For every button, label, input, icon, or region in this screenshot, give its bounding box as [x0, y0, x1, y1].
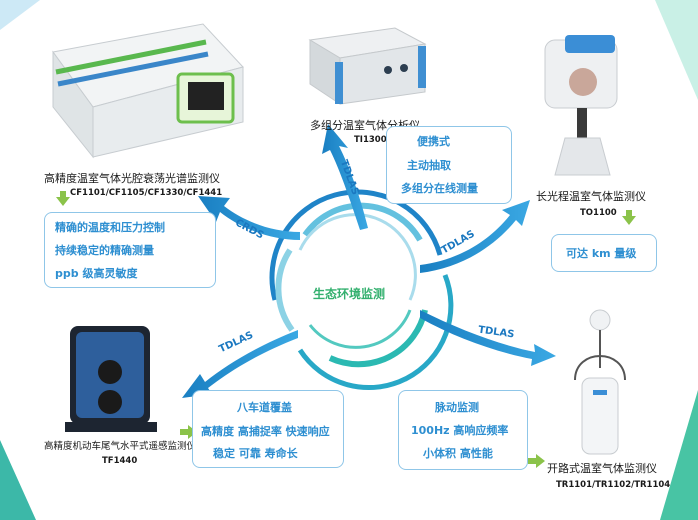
down-arrow-icon — [622, 210, 636, 225]
openpath-feature-2: 100Hz 高响应频率 — [411, 424, 509, 437]
longpath-title: 长光程温室气体监测仪 — [536, 190, 646, 203]
right-arrow-icon — [528, 454, 545, 468]
vehicle-feature-2: 高精度 高捕捉率 快速响应 — [201, 425, 330, 438]
vehicle-features-box: 八车道覆盖 高精度 高捕捉率 快速响应 稳定 可靠 寿命长 — [192, 390, 344, 468]
cavity-model: CF1101/CF1105/CF1330/CF1441 — [70, 188, 223, 198]
openpath-model: TR1101/TR1102/TR1104 — [556, 480, 671, 490]
right-arrow-icon — [180, 425, 197, 439]
longpath-feature-1: 可达 km 量级 — [566, 247, 637, 260]
openpath-feature-1: 脉动监测 — [435, 401, 479, 414]
center-label: 生态环境监测 — [313, 287, 386, 301]
vehicle-monitor-image — [65, 326, 157, 432]
longpath-monitor-image — [544, 35, 618, 176]
down-arrow-icon — [56, 191, 70, 206]
center-ring — [269, 189, 454, 391]
openpath-title: 开路式温室气体监测仪 — [547, 462, 657, 475]
longpath-features-box: 可达 km 量级 — [551, 234, 657, 272]
openpath-monitor-image — [574, 309, 626, 455]
cavity-feature-2: 持续稳定的精确测量 — [55, 244, 154, 257]
arrow-to-multi — [322, 124, 368, 230]
multi-analyzer-image — [308, 27, 427, 105]
arrow-to-vehicle — [182, 330, 298, 398]
vehicle-title: 高精度机动车尾气水平式遥感监测仪 — [44, 441, 197, 452]
arrow-to-longpath — [420, 200, 530, 273]
multi-feature-3: 多组分在线测量 — [401, 182, 478, 195]
arrow-to-cavity — [198, 196, 300, 240]
multi-feature-2: 主动抽取 — [407, 159, 451, 172]
vehicle-model: TF1440 — [102, 456, 138, 466]
openpath-feature-3: 小体积 高性能 — [423, 447, 493, 460]
cavity-feature-1: 精确的温度和压力控制 — [55, 221, 165, 234]
corner-decoration-top-left — [0, 0, 40, 30]
cavity-features-box: 精确的温度和压力控制 持续稳定的精确测量 ppb 级高灵敏度 — [44, 212, 216, 288]
multi-model: TI1300 — [354, 135, 387, 145]
openpath-features-box: 脉动监测 100Hz 高响应频率 小体积 高性能 — [398, 390, 528, 470]
corner-decoration-bottom-left — [0, 440, 36, 520]
cavity-analyzer-image — [52, 23, 244, 159]
vehicle-feature-1: 八车道覆盖 — [237, 401, 292, 414]
arrow-to-openpath — [420, 310, 556, 366]
corner-decoration-bottom-right — [660, 390, 698, 520]
corner-decoration-top-right — [655, 0, 698, 100]
multi-features-box: 便携式 主动抽取 多组分在线测量 — [386, 126, 512, 204]
multi-feature-1: 便携式 — [417, 135, 450, 148]
cavity-title: 高精度温室气体光腔衰荡光谱监测仪 — [44, 172, 220, 185]
longpath-model: TO1100 — [580, 208, 617, 218]
vehicle-feature-3: 稳定 可靠 寿命长 — [213, 447, 298, 460]
cavity-feature-3: ppb 级高灵敏度 — [55, 267, 138, 280]
